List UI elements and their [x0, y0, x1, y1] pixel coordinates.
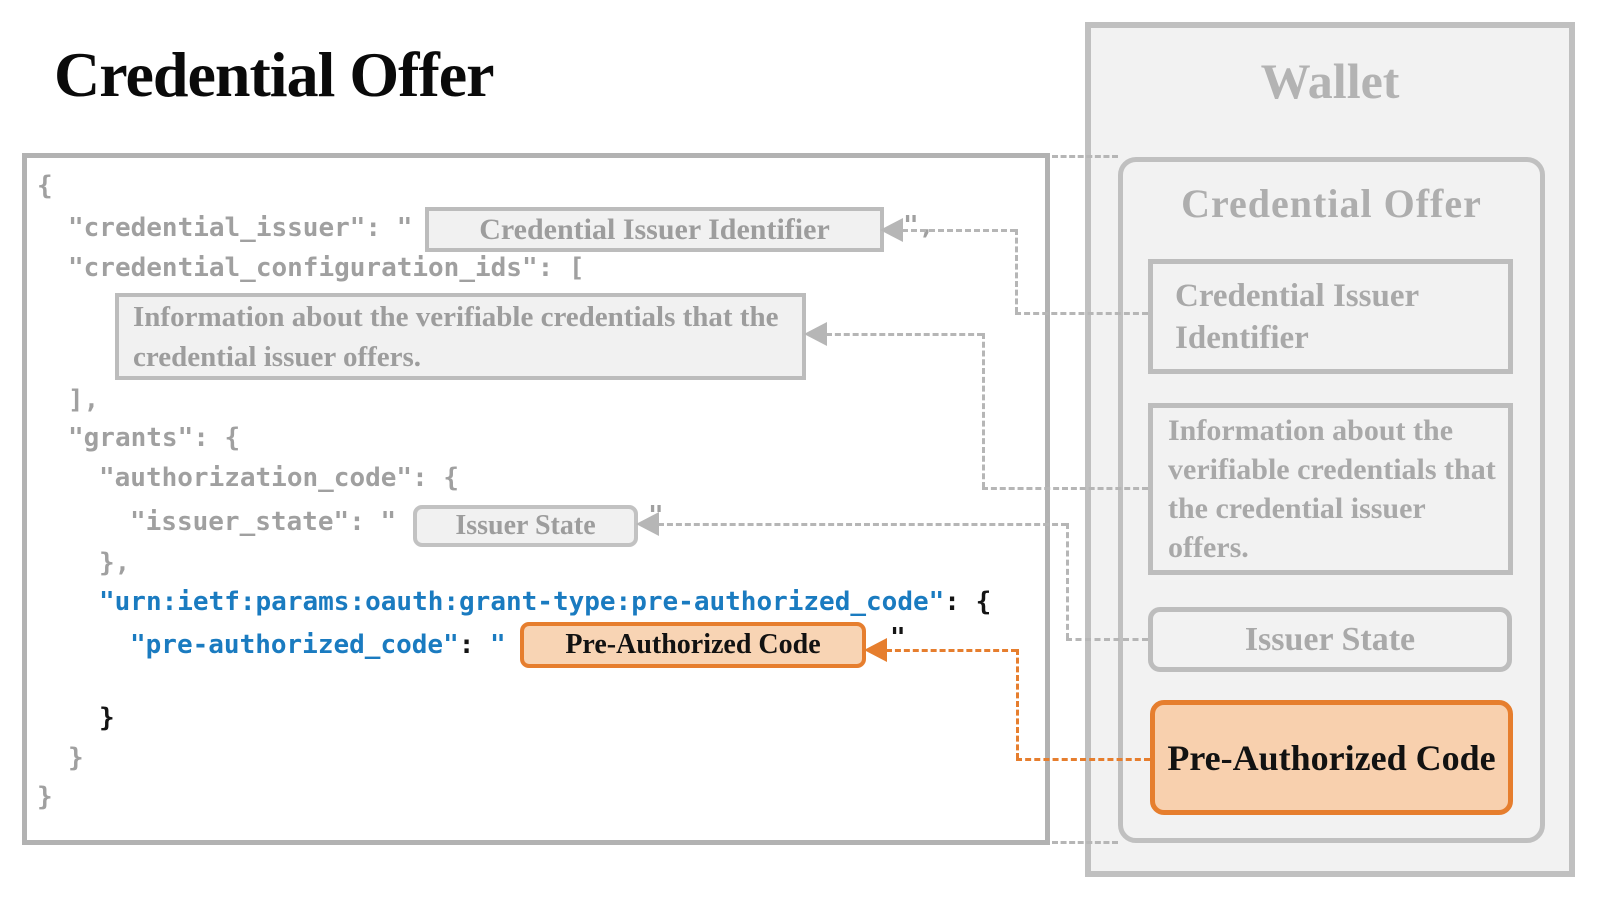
code-line-close-grants: } — [68, 740, 84, 776]
connector-info-h2 — [982, 487, 1148, 490]
connector-preauth-v — [1016, 649, 1019, 759]
code-text-black: : { — [944, 587, 992, 617]
code-line-close-preauth: } — [99, 700, 115, 736]
code-text: ], — [68, 385, 100, 415]
code-text: "authorization_code": { — [99, 463, 460, 493]
wallet-credential-offer-box — [1118, 157, 1545, 843]
connector-issuer-state-h2 — [1066, 638, 1148, 641]
tag-label: Credential Issuer Identifier — [479, 212, 830, 246]
connector-preauth-h2 — [1016, 758, 1150, 761]
wallet-item-label: Credential Issuer Identifier — [1175, 277, 1419, 356]
code-text: } — [68, 743, 84, 773]
inline-issuer-state-tag: Issuer State — [413, 505, 638, 547]
code-credential-issuer-close-quote: ", — [903, 208, 934, 244]
code-line-pre-authorized-code: "pre-authorized_code": " — [130, 627, 506, 663]
code-text-black: " — [890, 623, 906, 653]
credential-offer-json-box — [22, 153, 1050, 845]
connector-preauth-h1 — [886, 649, 1017, 652]
connector-issuer-state-h1 — [658, 523, 1067, 526]
tag-label: Pre-Authorized Code — [565, 629, 821, 660]
code-text: ", — [903, 211, 935, 241]
inline-credential-issuer-identifier-tag: Credential Issuer Identifier — [425, 207, 884, 252]
code-text: }, — [99, 548, 131, 578]
code-text-black: : — [458, 630, 475, 660]
code-text-blue: "urn:ietf:params:oauth:grant-type:pre-au… — [99, 587, 945, 617]
wallet-item-issuer-state: Issuer State — [1148, 607, 1512, 672]
code-text-blue: " — [474, 630, 506, 660]
arrow-left-icon — [804, 322, 827, 346]
connector-info-h1 — [826, 333, 983, 336]
code-text: "grants": { — [68, 423, 241, 453]
arrow-left-icon — [880, 218, 903, 242]
tag-label: Issuer State — [455, 510, 596, 541]
connector-bottom-link — [1052, 841, 1118, 844]
connector-info-v — [982, 333, 985, 488]
code-line-grants: "grants": { — [68, 420, 240, 456]
inline-pre-authorized-code-tag: Pre-Authorized Code — [520, 622, 866, 668]
wallet-item-pre-authorized-code: Pre-Authorized Code — [1150, 700, 1513, 815]
wallet-item-label: Pre-Authorized Code — [1167, 737, 1496, 778]
connector-issuer-state-v — [1066, 523, 1069, 639]
wallet-item-label: Information about the verifiable credent… — [1168, 414, 1496, 564]
code-line-close-bracket: ], — [68, 382, 99, 418]
code-line-authorization-code: "authorization_code": { — [99, 460, 459, 496]
wallet-title: Wallet — [1260, 53, 1400, 109]
connector-cii-v — [1015, 229, 1018, 313]
code-text: { — [37, 171, 53, 201]
wallet-item-credential-info: Information about the verifiable credent… — [1148, 403, 1513, 575]
code-text: "credential_configuration_ids": [ — [68, 253, 585, 283]
wallet-credential-offer-title: Credential Offer — [1181, 181, 1482, 226]
tag-label: Information about the verifiable credent… — [133, 300, 779, 373]
arrow-left-icon — [636, 512, 659, 536]
connector-top-link — [1052, 155, 1118, 158]
code-preauth-close-quote: " — [890, 620, 906, 656]
code-text-blue: "pre-authorized_code" — [130, 630, 459, 660]
code-text: "issuer_state": " — [130, 507, 397, 537]
code-line-credential-configuration-ids: "credential_configuration_ids": [ — [68, 250, 585, 286]
wallet-item-label: Issuer State — [1244, 620, 1416, 658]
code-line-credential-issuer: "credential_issuer": " — [68, 210, 412, 246]
code-line-issuer-state: "issuer_state": " — [130, 504, 396, 540]
wallet-item-credential-issuer-identifier: Credential Issuer Identifier — [1148, 259, 1513, 374]
code-text: "credential_issuer": " — [68, 213, 413, 243]
code-line-close-root: } — [37, 779, 53, 815]
code-text: } — [37, 782, 53, 812]
arrow-left-icon — [864, 638, 887, 662]
code-line-open-brace: { — [37, 168, 53, 204]
page-title: Credential Offer — [54, 39, 495, 110]
inline-credential-info-tag: Information about the verifiable credent… — [115, 293, 806, 380]
connector-cii-h2 — [1015, 312, 1148, 315]
connector-cii-h1 — [902, 229, 1016, 232]
code-text-black: } — [99, 703, 115, 733]
code-line-urn-preauth-grant: "urn:ietf:params:oauth:grant-type:pre-au… — [99, 584, 991, 620]
code-line-close-auth: }, — [99, 545, 130, 581]
